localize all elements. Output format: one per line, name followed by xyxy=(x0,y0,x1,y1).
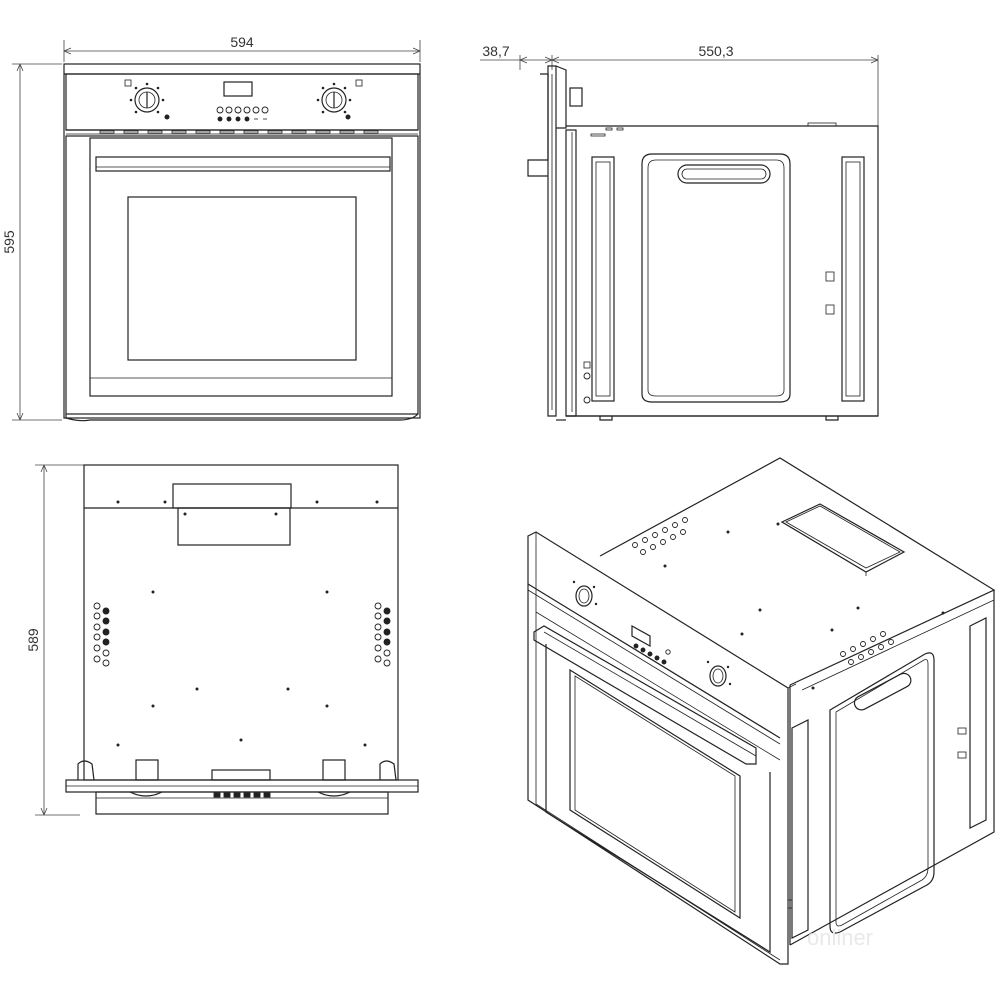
front-view: 594 595 xyxy=(1,34,421,422)
front-vent-slots xyxy=(99,130,379,134)
iso-door-window xyxy=(569,668,741,920)
dimension-front-height: 595 xyxy=(1,63,62,421)
left-knob-icon xyxy=(124,79,170,120)
dimension-label-side-front: 38,7 xyxy=(482,43,509,59)
side-view: 38,7 550,3 xyxy=(480,43,879,421)
iso-display-panel-icon xyxy=(631,624,671,665)
top-view-vent-holes-right xyxy=(374,602,391,667)
dimension-top: 589 xyxy=(25,464,84,816)
top-view-vent-holes-left xyxy=(93,602,110,667)
iso-right-knob-icon xyxy=(706,660,732,687)
display-panel-icon xyxy=(216,81,269,122)
dimension-label-side-body: 550,3 xyxy=(698,43,733,59)
iso-left-knob-icon xyxy=(572,580,598,607)
dimension-label-front-width: 594 xyxy=(230,34,254,50)
dimension-side: 38,7 550,3 xyxy=(480,43,879,126)
isometric-view xyxy=(527,457,996,965)
iso-side-handle xyxy=(853,672,912,711)
front-door-handle xyxy=(95,156,391,172)
dimension-label-top-depth: 589 xyxy=(25,628,41,652)
top-view: 589 xyxy=(25,464,419,816)
front-door-window xyxy=(127,196,357,361)
iso-door-handle xyxy=(533,625,757,765)
watermark: onliner xyxy=(807,925,873,950)
right-knob-icon xyxy=(316,79,363,120)
iso-top-vent-holes xyxy=(632,517,945,690)
side-carry-handle xyxy=(677,164,771,184)
dimension-label-front-height: 595 xyxy=(1,230,17,254)
top-view-screws xyxy=(116,500,379,747)
dimension-front-width: 594 xyxy=(63,34,421,62)
